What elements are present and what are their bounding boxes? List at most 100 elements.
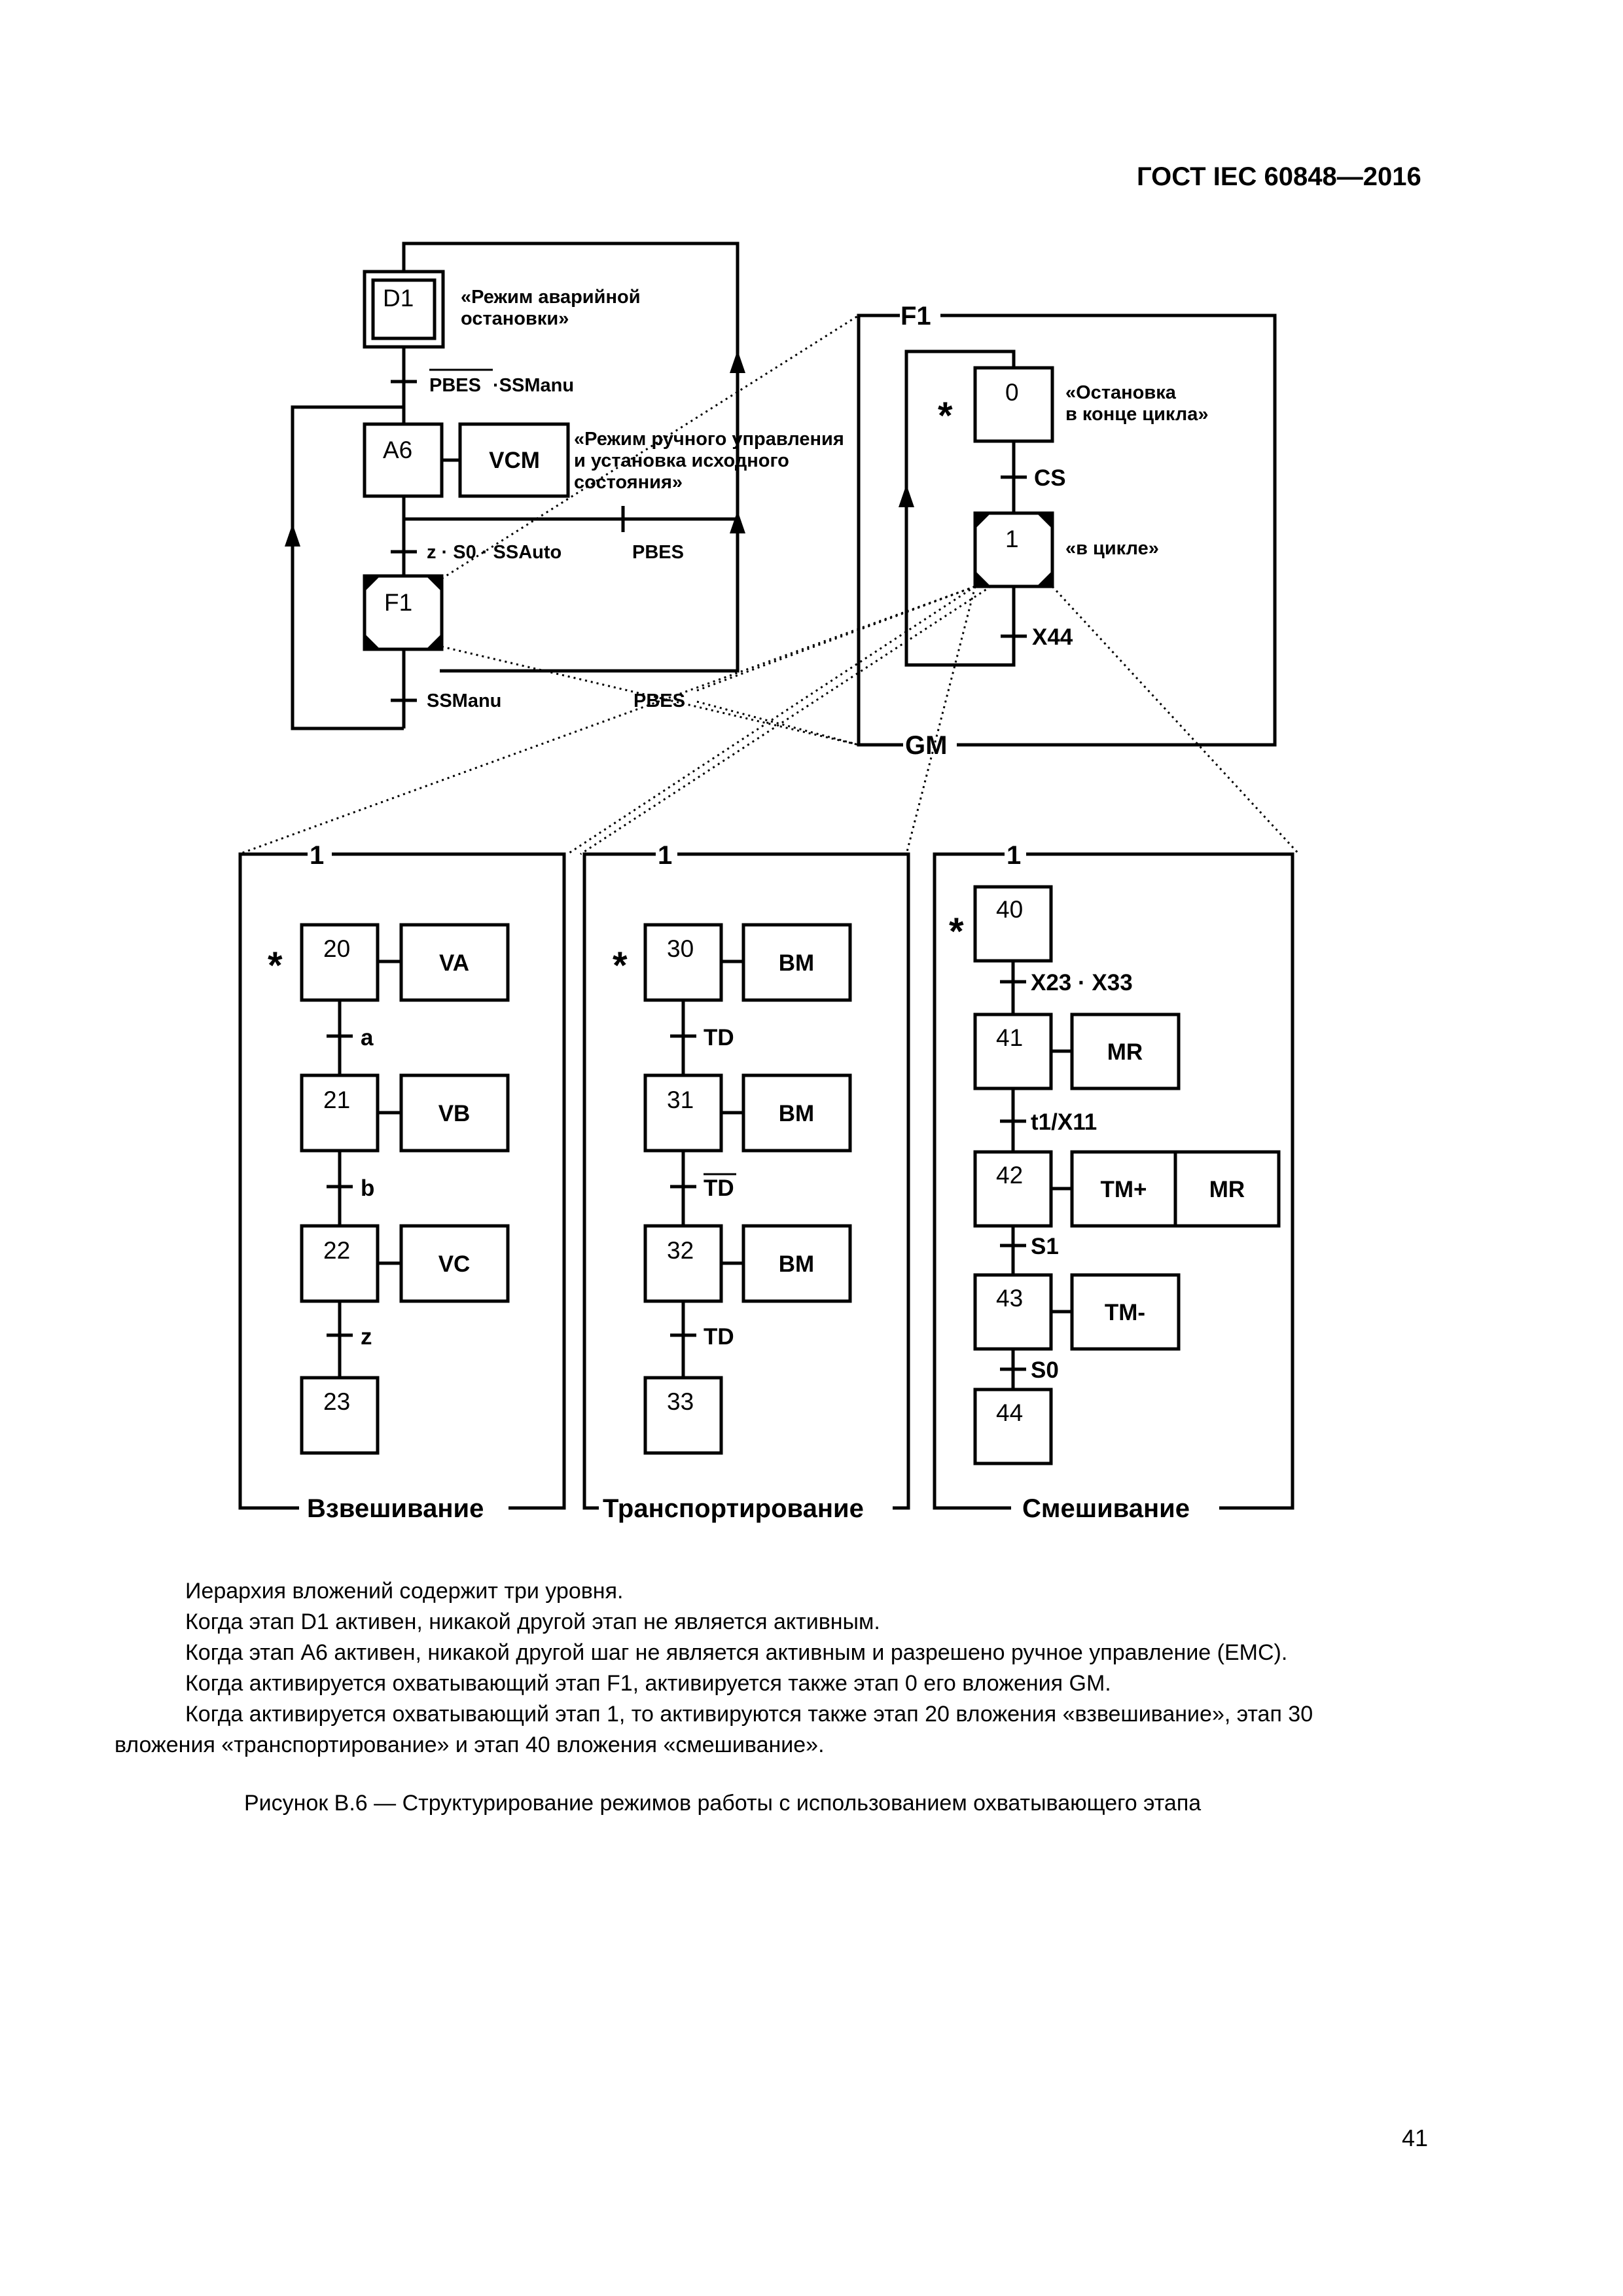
mode-grafcet: D1 «Режим аварийной остановки» PBES ·SSM… — [285, 242, 844, 730]
d1-note-line2: остановки» — [461, 308, 569, 329]
a6-note-line1: «Режим ручного управления — [574, 429, 844, 450]
step-a6 — [363, 422, 444, 498]
step-20 — [300, 923, 380, 1002]
step-0-note-line2: в конце цикла» — [1065, 404, 1208, 425]
d1-note-line1: «Режим аварийной — [461, 287, 641, 308]
action-va — [399, 923, 510, 1002]
step-21 — [300, 1073, 380, 1153]
transition-x44-label: X44 — [1032, 624, 1073, 650]
action-vc — [399, 1224, 510, 1303]
step-a6-label: A6 — [383, 437, 412, 463]
step-0-note-line1: «Остановка — [1065, 382, 1177, 403]
action-tm-plus-label: TM+ — [1101, 1177, 1147, 1202]
transition-b-label: b — [361, 1175, 374, 1201]
initial-marker-20: * — [268, 944, 283, 987]
enclosure-transport-title: 1 — [658, 841, 672, 870]
transition-cs-label: CS — [1034, 465, 1066, 491]
action-vb — [399, 1073, 510, 1153]
action-tm-minus-label: TM- — [1105, 1300, 1145, 1325]
note-line-4: Когда активируется охватывающий этап F1,… — [185, 1671, 1111, 1696]
step-23 — [300, 1376, 380, 1455]
note-line-6: вложения «транспортирование» и этап 40 в… — [115, 1732, 825, 1757]
initial-marker-0: * — [938, 395, 953, 437]
action-bm-2-label: BM — [779, 1101, 814, 1126]
transition-d1-a6-label-over: PBES — [429, 375, 481, 396]
transition-s0-label: S0 — [1031, 1357, 1059, 1383]
figure-caption: Рисунок В.6 — Структурирование режимов р… — [244, 1791, 1202, 1816]
enclosure-weighing: 1 Взвешивание * 20 VA a 21 VB b 22 VC — [238, 841, 566, 1523]
enclosing-step-f1-label: F1 — [384, 589, 412, 616]
transition-td-not-label: TD — [704, 1175, 734, 1201]
enclosure-mixing-title: 1 — [1007, 841, 1021, 870]
step-41-label: 41 — [996, 1024, 1023, 1051]
action-mr-2 — [1173, 1150, 1281, 1228]
note-line-3: Когда этап А6 активен, никакой другой ша… — [185, 1640, 1288, 1665]
transition-t1-x11-label: t1/X11 — [1031, 1109, 1097, 1135]
step-43 — [973, 1273, 1053, 1351]
transition-a-label: a — [361, 1025, 374, 1050]
step-42-label: 42 — [996, 1162, 1023, 1189]
page-number: 41 — [1402, 2125, 1429, 2151]
initial-marker-40: * — [949, 910, 964, 953]
a6-note-line2: и установка исходного — [574, 450, 789, 471]
action-mr-1 — [1070, 1013, 1181, 1090]
action-bm-1 — [741, 923, 852, 1002]
transition-x23-x33-label: X23 · X33 — [1031, 970, 1133, 996]
action-vcm-label: VCM — [489, 448, 540, 473]
enclosure-transport-name: Транспортирование — [603, 1494, 864, 1523]
step-44-label: 44 — [996, 1399, 1023, 1426]
step-20-label: 20 — [323, 935, 350, 962]
enclosure-transport: 1 Транспортирование * 30 BM TD 31 BM TD … — [582, 841, 910, 1523]
action-bm-1-label: BM — [779, 950, 814, 976]
a6-note-line3: состояния» — [574, 472, 683, 493]
transition-a6-f1-label: z · S0 · SSAuto — [427, 542, 562, 563]
action-tm-minus — [1070, 1273, 1181, 1351]
step-33 — [643, 1376, 723, 1455]
action-bm-2 — [741, 1073, 852, 1153]
transition-a6-d1-label: PBES — [632, 542, 684, 563]
enclosure-mixing: 1 Смешивание * 40 X23 · X33 41 MR t1/X11… — [933, 841, 1294, 1523]
transition-d1-a6-label: ·SSManu — [493, 375, 574, 396]
document-id: ГОСТ IEC 60848—2016 — [1137, 162, 1421, 191]
step-22-label: 22 — [323, 1237, 350, 1264]
action-mr-1-label: MR — [1107, 1039, 1143, 1065]
action-bm-3 — [741, 1224, 852, 1303]
step-32 — [643, 1224, 723, 1303]
transition-td-1-label: TD — [704, 1025, 734, 1050]
action-vb-label: VB — [438, 1101, 471, 1126]
enclosure-gm-title: F1 — [901, 302, 931, 331]
step-d1 — [363, 270, 445, 349]
step-42 — [973, 1150, 1053, 1228]
enclosure-gm: F1 GM * 0 «Остановка в конце цикла» CS 1… — [857, 302, 1277, 760]
step-40-label: 40 — [996, 896, 1023, 923]
step-33-label: 33 — [667, 1388, 694, 1415]
transition-s1-label: S1 — [1031, 1234, 1059, 1259]
action-vc-label: VC — [438, 1251, 471, 1277]
step-21-label: 21 — [323, 1086, 350, 1113]
note-line-5: Когда активируется охватывающий этап 1, … — [185, 1702, 1313, 1727]
step-44 — [973, 1388, 1053, 1465]
step-d1-label: D1 — [383, 285, 414, 312]
action-vcm — [458, 422, 570, 498]
step-43-label: 43 — [996, 1285, 1023, 1312]
enclosure-weighing-title: 1 — [310, 841, 324, 870]
grafcet-diagram: D1 «Режим аварийной остановки» PBES ·SSM… — [238, 242, 1300, 1523]
action-bm-3-label: BM — [779, 1251, 814, 1277]
step-23-label: 23 — [323, 1388, 350, 1415]
step-41 — [973, 1013, 1053, 1090]
transition-f1-a6-label: SSManu — [427, 691, 501, 711]
action-va-label: VA — [439, 950, 469, 976]
initial-marker-30: * — [613, 944, 628, 987]
step-0 — [973, 366, 1054, 443]
enclosure-mixing-name: Смешивание — [1022, 1494, 1190, 1523]
step-1-note: «в цикле» — [1065, 538, 1159, 559]
step-30 — [643, 923, 723, 1002]
step-40 — [973, 885, 1053, 963]
note-line-2: Когда этап D1 активен, никакой другой эт… — [185, 1609, 880, 1634]
step-32-label: 32 — [667, 1237, 694, 1264]
transition-td-2-label: TD — [704, 1324, 734, 1350]
enclosure-weighing-name: Взвешивание — [307, 1494, 484, 1523]
step-31-label: 31 — [667, 1086, 694, 1113]
step-0-label: 0 — [1005, 379, 1019, 406]
step-22 — [300, 1224, 380, 1303]
